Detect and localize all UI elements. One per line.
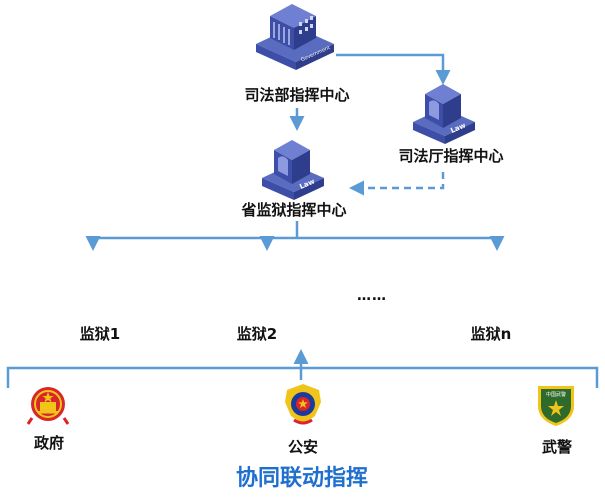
provincial-building-icon: Law <box>262 140 324 200</box>
public-security-label: 公安 <box>287 438 319 456</box>
prison-2-label: 监狱2 <box>236 325 278 343</box>
connectors <box>6 53 599 388</box>
armed-police-label: 武警 <box>541 438 573 456</box>
ministry-building-icon: Government <box>256 4 334 70</box>
prison-n-label: 监狱n <box>470 325 512 343</box>
armed-police-badge-icon: 中国武警 <box>538 386 574 426</box>
department-building-icon: Law <box>413 84 475 144</box>
connector-ministry-to-department <box>336 53 451 85</box>
government-label: 政府 <box>33 434 65 452</box>
police-badge-icon <box>285 384 321 425</box>
provincial-prison-command-center-label: 省监狱指挥中心 <box>241 201 347 219</box>
coordinated-command-title: 协同联动指挥 <box>235 466 369 491</box>
ministry-command-center-label: 司法部指挥中心 <box>244 86 350 104</box>
more-prisons-ellipsis: …… <box>357 288 387 304</box>
national-emblem-icon <box>26 387 70 425</box>
armed-police-badge-text: 中国武警 <box>546 391 566 398</box>
connector-department-to-provincial <box>349 172 445 196</box>
department-command-center-label: 司法厅指挥中心 <box>398 147 504 165</box>
coordination-bracket <box>6 366 599 388</box>
prison-1-label: 监狱1 <box>79 325 121 343</box>
